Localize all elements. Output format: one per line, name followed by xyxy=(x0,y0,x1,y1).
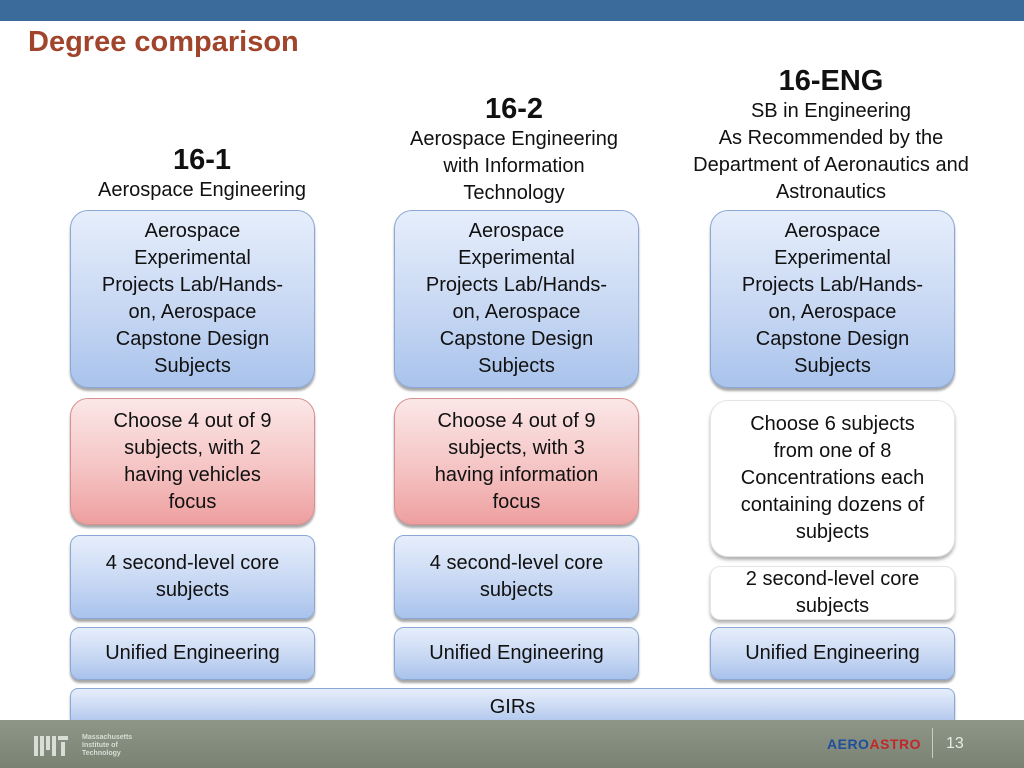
girs-box: GIRs xyxy=(70,688,955,726)
degree-code: 16-1 xyxy=(172,144,232,176)
box-text-line: on, Aerospace xyxy=(768,301,897,323)
box-text-line: focus xyxy=(492,490,541,513)
box-text-line: Unified Engineering xyxy=(105,642,280,664)
core-subjects-box: 4 second-level core subjects xyxy=(70,535,315,619)
box-text-line: Unified Engineering xyxy=(429,642,604,664)
column-header-16-eng: 16-ENG SB in Engineering As Recommended … xyxy=(664,64,998,206)
degree-description-line: SB in Engineering xyxy=(750,100,912,122)
box-text-line: Experimental xyxy=(458,247,575,269)
box-text-line: GIRs xyxy=(489,695,536,718)
box-text-line: Experimental xyxy=(134,247,251,269)
box-text-line: Capstone Design xyxy=(115,328,270,350)
degree-code: 16-2 xyxy=(484,93,544,125)
choose-subjects-box: Choose 4 out of 9 subjects, with 3 havin… xyxy=(394,398,639,525)
box-text-line: Choose 4 out of 9 xyxy=(113,409,272,432)
box-text-line: Aerospace xyxy=(144,220,241,242)
degree-description-line: Technology xyxy=(463,182,565,204)
core-subjects-box: 4 second-level core subjects xyxy=(394,535,639,619)
slide-title: Degree comparison xyxy=(28,26,299,58)
box-text-line: Aerospace xyxy=(784,220,881,242)
degree-description-line: Department of Aeronautics and xyxy=(693,154,969,176)
mit-wordmark-line: Institute of xyxy=(82,742,118,749)
box-text-line: Projects Lab/Hands- xyxy=(425,274,608,296)
box-text-line: subjects, with 2 xyxy=(124,436,261,459)
choose-subjects-box: Choose 4 out of 9 subjects, with 2 havin… xyxy=(70,398,315,525)
mit-wordmark-line: Technology xyxy=(82,750,121,757)
top-bar xyxy=(0,0,1024,21)
box-text-line: containing dozens of xyxy=(740,494,925,516)
box-text-line: subjects, with 3 xyxy=(448,436,585,459)
core-subjects-box: 2 second-level core subjects xyxy=(710,566,955,620)
box-text-line: having vehicles xyxy=(124,463,261,486)
column-header-16-1: 16-1 Aerospace Engineering xyxy=(72,143,332,204)
column-header-16-2: 16-2 Aerospace Engineering with Informat… xyxy=(374,92,654,207)
box-text-line: 2 second-level core xyxy=(745,568,920,590)
logo-astro-text: ASTRO xyxy=(869,736,921,752)
box-text-line: Choose 4 out of 9 xyxy=(437,409,596,432)
degree-description-line: Aerospace Engineering xyxy=(410,128,618,150)
unified-engineering-box: Unified Engineering xyxy=(394,627,639,680)
box-text-line: subjects xyxy=(795,595,870,617)
box-text-line: Unified Engineering xyxy=(745,642,920,664)
logo-aero-text: AERO xyxy=(827,736,870,752)
box-text-line: Projects Lab/Hands- xyxy=(101,274,284,296)
degree-description-line: As Recommended by the xyxy=(718,127,944,149)
box-text-line: Subjects xyxy=(478,355,555,377)
unified-engineering-box: Unified Engineering xyxy=(70,627,315,680)
mit-logo-icon xyxy=(34,736,68,756)
box-text-line: Projects Lab/Hands- xyxy=(741,274,924,296)
capstone-box: Aerospace Experimental Projects Lab/Hand… xyxy=(394,210,639,388)
box-text-line: Capstone Design xyxy=(755,328,910,350)
box-text-line: having information xyxy=(434,463,599,486)
capstone-box: Aerospace Experimental Projects Lab/Hand… xyxy=(710,210,955,388)
degree-description-line: Astronautics xyxy=(775,181,887,203)
box-text-line: Concentrations each xyxy=(740,467,925,489)
box-text-line: Subjects xyxy=(154,355,231,377)
box-text-line: Choose 6 subjects xyxy=(750,413,915,435)
box-text-line: subjects xyxy=(155,579,230,601)
degree-description-line: with Information xyxy=(443,155,585,177)
aeroastro-logo: AEROASTRO xyxy=(827,736,921,752)
box-text-line: subjects xyxy=(479,579,554,601)
box-text-line: from one of 8 xyxy=(773,440,892,462)
degree-description-line: Aerospace Engineering xyxy=(98,179,306,201)
unified-engineering-box: Unified Engineering xyxy=(710,627,955,680)
page-number: 13 xyxy=(946,735,964,752)
box-text-line: subjects xyxy=(795,521,870,543)
box-text-line: 4 second-level core xyxy=(105,552,280,574)
mit-wordmark: Massachusetts Institute of Technology xyxy=(82,734,132,758)
box-text-line: Aerospace xyxy=(468,220,565,242)
capstone-box: Aerospace Experimental Projects Lab/Hand… xyxy=(70,210,315,388)
mit-wordmark-line: Massachusetts xyxy=(82,734,133,741)
degree-code: 16-ENG xyxy=(778,65,884,97)
box-text-line: Subjects xyxy=(794,355,871,377)
box-text-line: on, Aerospace xyxy=(128,301,257,323)
box-text-line: Experimental xyxy=(774,247,891,269)
footer-divider xyxy=(932,728,933,758)
box-text-line: Capstone Design xyxy=(439,328,594,350)
box-text-line: 4 second-level core xyxy=(429,552,604,574)
box-text-line: focus xyxy=(168,490,217,513)
box-text-line: on, Aerospace xyxy=(452,301,581,323)
choose-concentration-box: Choose 6 subjects from one of 8 Concentr… xyxy=(710,400,955,557)
footer-bar xyxy=(0,720,1024,768)
